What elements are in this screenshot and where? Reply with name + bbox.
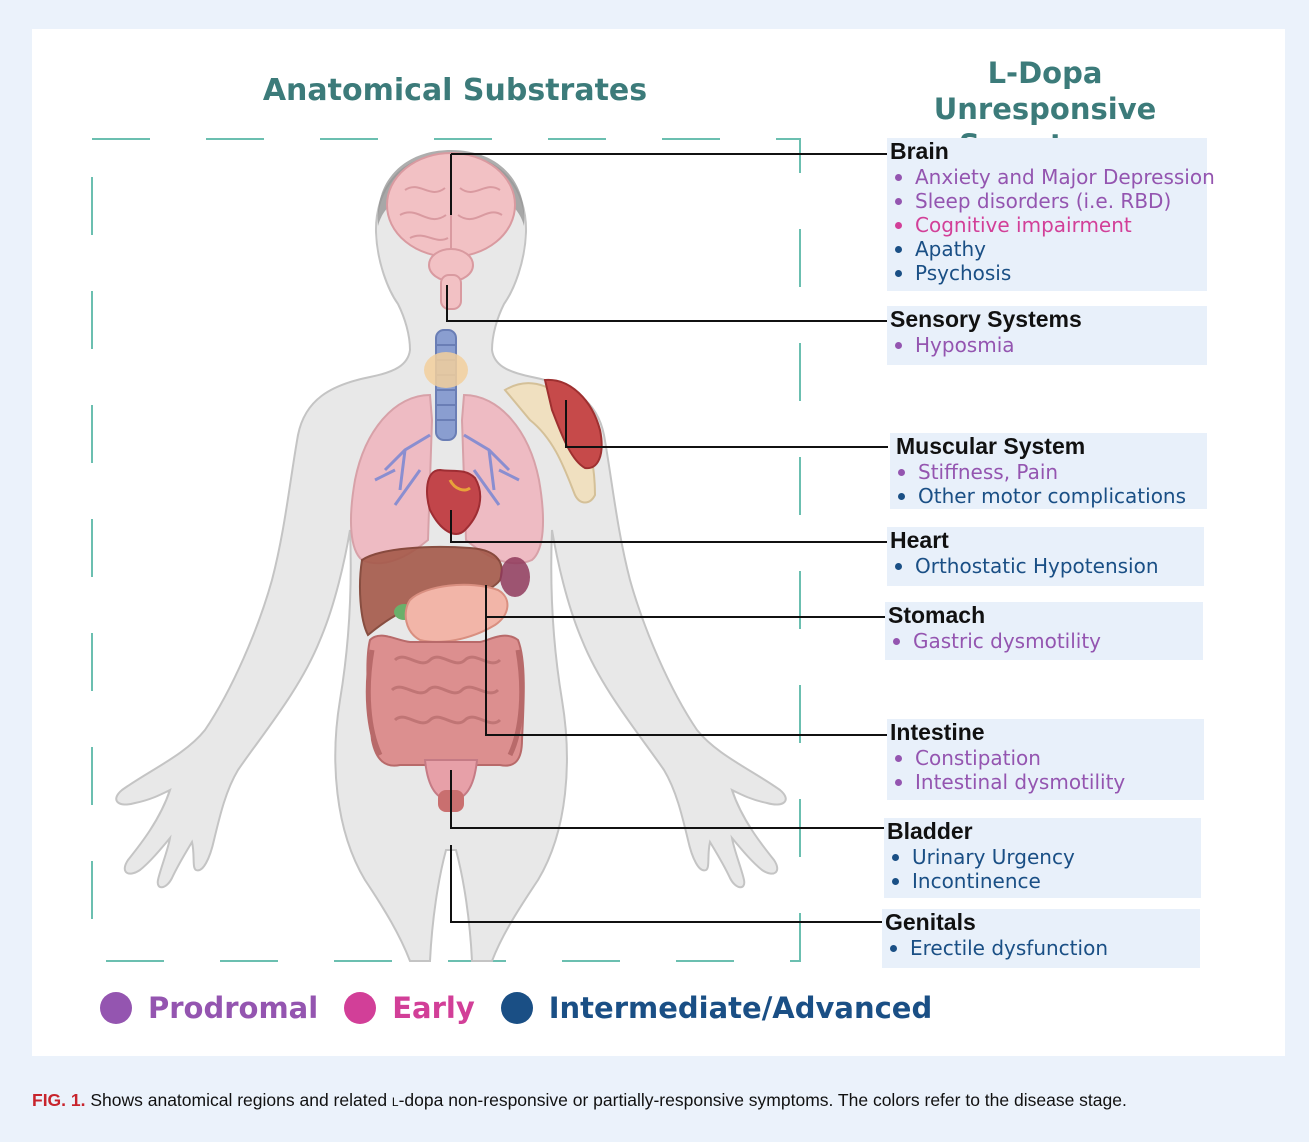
legend-prodromal: Prodromal <box>100 991 318 1025</box>
symptom-item: Psychosis <box>891 261 1215 285</box>
legend-advanced-label: Intermediate/Advanced <box>549 991 933 1025</box>
symptom-item: Orthostatic Hypotension <box>891 554 1159 578</box>
region-heart-name: Heart <box>890 527 949 554</box>
region-genitals: Genitals Erectile dysfunction <box>882 909 1200 968</box>
legend-prodromal-dot <box>100 992 132 1024</box>
region-genitals-list: Erectile dysfunction <box>886 936 1108 960</box>
symptom-item: Gastric dysmotility <box>889 629 1101 653</box>
symptom-item: Cognitive impairment <box>891 213 1215 237</box>
symptom-item: Stiffness, Pain <box>894 460 1186 484</box>
sensory-leader <box>447 285 888 321</box>
symptom-item: Constipation <box>891 746 1125 770</box>
symptom-item: Hyposmia <box>891 333 1015 357</box>
symptom-item: Anxiety and Major Depression <box>891 165 1215 189</box>
legend-early-label: Early <box>392 991 475 1025</box>
region-sensory-name: Sensory Systems <box>890 306 1082 333</box>
legend-early-dot <box>344 992 376 1024</box>
region-muscular-name: Muscular System <box>896 433 1085 460</box>
symptom-item: Intestinal dysmotility <box>891 770 1125 794</box>
region-genitals-name: Genitals <box>885 909 976 936</box>
region-brain-name: Brain <box>890 138 949 165</box>
region-heart: Heart Orthostatic Hypotension <box>887 527 1204 586</box>
region-sensory: Sensory Systems Hyposmia <box>887 306 1207 365</box>
legend-advanced: Intermediate/Advanced <box>501 991 933 1025</box>
symptom-item: Urinary Urgency <box>888 845 1075 869</box>
region-heart-list: Orthostatic Hypotension <box>891 554 1159 578</box>
region-sensory-list: Hyposmia <box>891 333 1015 357</box>
legend-prodromal-label: Prodromal <box>148 991 318 1025</box>
caption-label: FIG. 1. <box>32 1090 85 1110</box>
region-stomach: Stomach Gastric dysmotility <box>885 602 1203 660</box>
symptom-item: Erectile dysfunction <box>886 936 1108 960</box>
symptom-item: Other motor complications <box>894 484 1186 508</box>
kidney-organ <box>500 557 530 597</box>
symptom-item: Sleep disorders (i.e. RBD) <box>891 189 1215 213</box>
caption-text-before: Shows anatomical regions and related <box>85 1090 391 1110</box>
region-stomach-name: Stomach <box>888 602 985 629</box>
intestines-organ <box>367 636 523 766</box>
figure-caption: FIG. 1. Shows anatomical regions and rel… <box>32 1090 1277 1110</box>
region-bladder-name: Bladder <box>887 818 973 845</box>
legend-early: Early <box>344 991 475 1025</box>
muscle-leader <box>566 400 888 447</box>
stage-legend: Prodromal Early Intermediate/Advanced <box>100 988 958 1028</box>
caption-ldopa: l <box>392 1090 399 1110</box>
symptom-item: Incontinence <box>888 869 1075 893</box>
caption-text-after: -dopa non-responsive or partially-respon… <box>399 1090 1127 1110</box>
symptom-item: Apathy <box>891 237 1215 261</box>
region-stomach-list: Gastric dysmotility <box>889 629 1101 653</box>
legend-advanced-dot <box>501 992 533 1024</box>
region-intestine-name: Intestine <box>890 719 985 746</box>
